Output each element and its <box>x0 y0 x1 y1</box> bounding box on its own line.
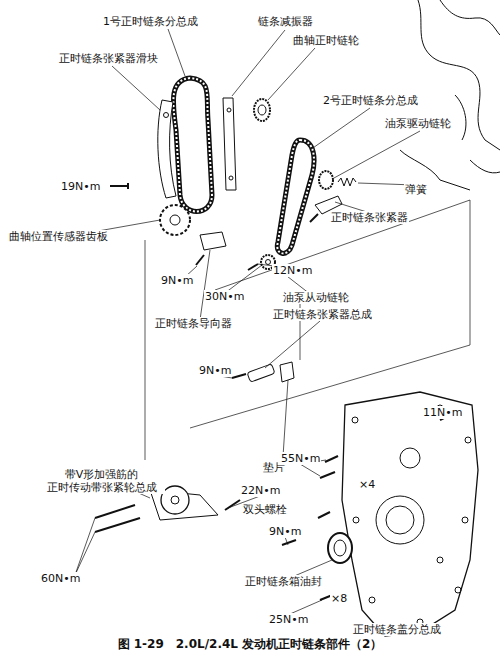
oil-pump-drive-sprocket <box>319 171 333 189</box>
spring <box>338 178 356 186</box>
cover-bore <box>386 506 414 534</box>
chain-damper <box>223 98 236 190</box>
part-label: 正时链条箱油封 <box>244 575 323 588</box>
torque-value: 22N•m <box>240 484 281 497</box>
torque-value: 60N•m <box>40 572 81 585</box>
part-label: 曲轴位置传感器齿板 <box>8 230 109 243</box>
engine-outline <box>440 0 500 35</box>
crank-sprocket <box>254 99 270 121</box>
cover-bore <box>376 496 424 544</box>
part-label: 链条减振器 <box>257 15 314 28</box>
timing-chain-1 <box>173 78 212 212</box>
bolts <box>95 500 240 532</box>
engine-outline <box>455 95 500 173</box>
gasket <box>280 362 294 382</box>
torque-value: 9N•m <box>160 274 194 287</box>
torque-value: ×8 <box>330 592 348 605</box>
sensor-plate-hub <box>170 215 180 225</box>
sensor-plate <box>160 205 190 235</box>
part-label: 双头螺栓 <box>242 503 288 516</box>
part-label: 弹簧 <box>404 183 428 196</box>
part-label: 2号正时链条分总成 <box>322 94 419 107</box>
belt-tensioner-pulley <box>161 486 189 514</box>
timing-chain-cover <box>342 392 478 636</box>
oil-seal <box>334 540 346 556</box>
tensioner-assembly <box>247 364 275 382</box>
part-label: 油泵从动链轮 <box>282 291 350 304</box>
torque-value: 55N•m <box>280 452 321 465</box>
damper-hole <box>229 176 233 180</box>
part-label: 油泵驱动链轮 <box>384 117 452 130</box>
torque-value: 11N•m <box>422 406 463 419</box>
tensioner-slider <box>158 100 176 198</box>
crank-sprocket-hub <box>258 105 266 115</box>
bolt <box>310 214 318 222</box>
figure-caption: 图 1-29 2.0L/2.4L 发动机正时链条部件（2） <box>0 636 500 653</box>
part-label: 1号正时链条分总成 <box>102 15 199 28</box>
part-label: 正时链条盖分总成 <box>352 623 442 636</box>
oil-seal <box>328 533 352 563</box>
part-label: 曲轴正时链轮 <box>292 34 360 47</box>
timing-chain-2 <box>277 140 314 253</box>
cover-bore <box>400 448 420 468</box>
torque-value: 19N•m <box>60 180 101 193</box>
part-label: 正时链条导向器 <box>154 317 233 330</box>
torque-value: 30N•m <box>204 290 245 303</box>
cover-bolt-holes <box>352 405 471 625</box>
pulley-hub <box>171 496 179 504</box>
part-label: 带V形加强筋的 正时传动带张紧轮总成 <box>38 468 165 494</box>
chain-guide <box>200 232 226 250</box>
torque-value: 25N•m <box>268 613 309 626</box>
sprocket-hub <box>266 260 271 265</box>
torque-value: 9N•m <box>198 364 232 377</box>
damper-hole <box>227 108 231 112</box>
torque-value: 12N•m <box>272 264 313 277</box>
part-label: 正时链条张紧器 <box>330 211 409 224</box>
torque-value: ×4 <box>358 478 376 491</box>
part-label: 正时链条张紧器滑块 <box>58 52 159 65</box>
bolt <box>232 374 246 378</box>
bolts <box>110 183 258 270</box>
torque-value: 9N•m <box>268 525 302 538</box>
part-label: 正时链条张紧器总成 <box>272 308 373 321</box>
slider-hole <box>164 113 169 118</box>
bolts <box>282 414 452 600</box>
